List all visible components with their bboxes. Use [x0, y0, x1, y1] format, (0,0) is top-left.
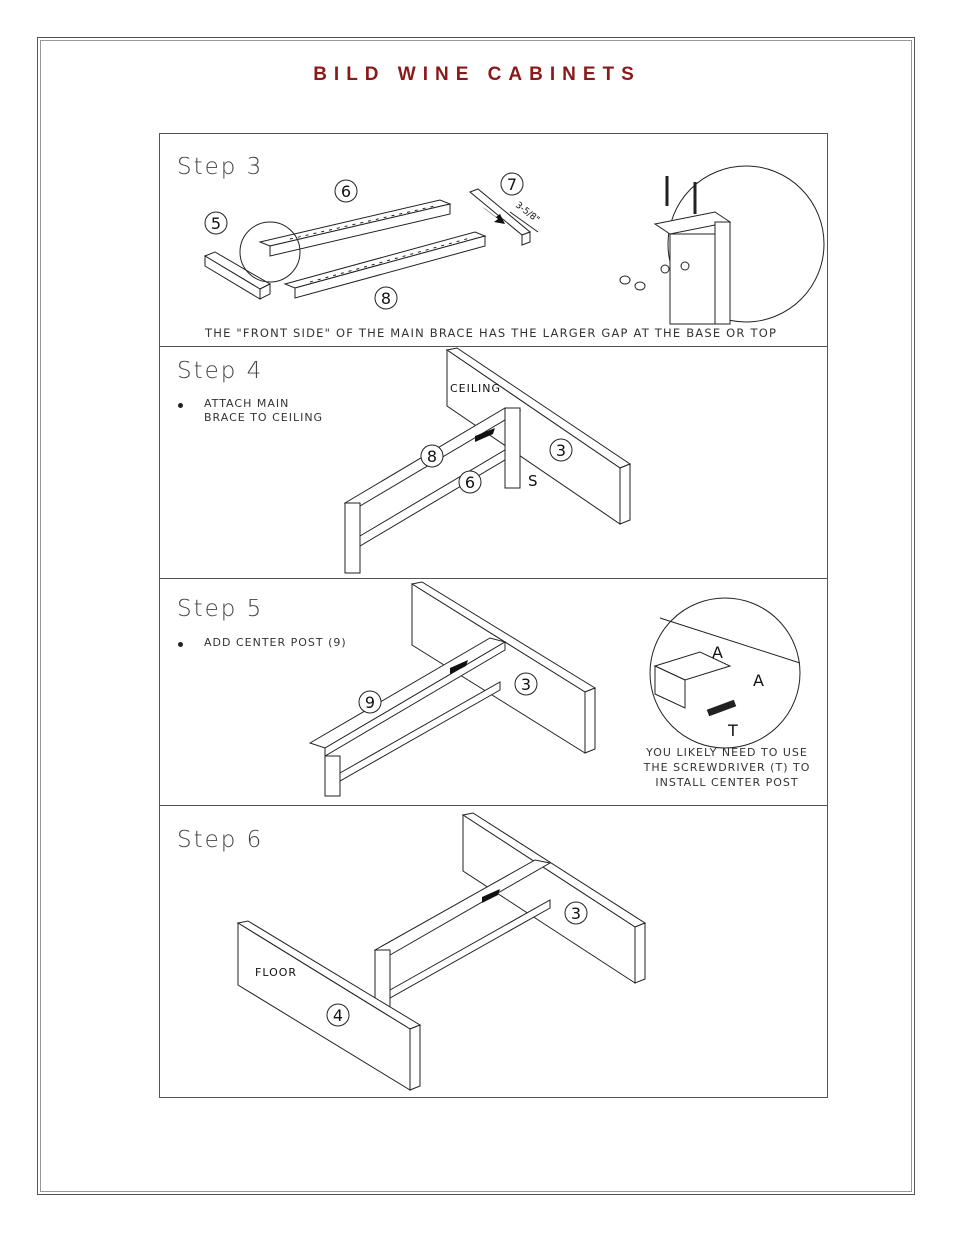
part-9-label: 9 — [365, 693, 375, 712]
tool-t-label: T — [727, 721, 738, 740]
step-5-diagram: A A T 9 3 — [308, 581, 801, 797]
part-3-label: 3 — [556, 441, 566, 460]
step-5-callout: YOU LIKELY NEED TO USE THE SCREWDRIVER (… — [643, 746, 811, 789]
step-6-panel: Step 6 FLOOR 4 3 — [159, 805, 828, 1098]
screw-s-label: S — [528, 472, 538, 490]
step-5-bullet-dot — [178, 642, 183, 647]
hardware-a-label-2: A — [753, 671, 764, 690]
floor-label: FLOOR — [255, 966, 297, 979]
step-6-heading: Step 6 — [177, 827, 264, 853]
step-5-panel: Step 5 ADD CENTER POST (9) YOU LIKELY NE… — [159, 578, 828, 806]
part-3-label: 3 — [571, 904, 581, 923]
part-8-label: 8 — [427, 447, 437, 466]
step-5-heading: Step 5 — [177, 596, 264, 622]
step-4-instruction: ATTACH MAIN BRACE TO CEILING — [204, 397, 324, 424]
step-4-diagram: CEILING 8 6 3 S — [343, 347, 632, 574]
part-6-label: 6 — [465, 473, 475, 492]
step-4-bullet-dot — [178, 403, 183, 408]
part-4-label: 4 — [333, 1006, 343, 1025]
part-6-label: 6 — [341, 182, 351, 201]
step-3-note: THE "FRONT SIDE" OF THE MAIN BRACE HAS T… — [205, 326, 778, 340]
hardware-a-label-1: A — [712, 643, 723, 662]
step-3-panel: Step 3 THE "FRONT SIDE" OF THE MAIN BRAC… — [159, 133, 828, 347]
part-8-label: 8 — [381, 289, 391, 308]
step-6-diagram: FLOOR 4 3 — [236, 812, 647, 1091]
step-3-heading: Step 3 — [177, 154, 264, 180]
step-4-panel: Step 4 ATTACH MAIN BRACE TO CEILING CEIL… — [159, 346, 828, 579]
step-3-diagram: 3-5/8" 5 6 7 8 — [203, 165, 825, 325]
page-title: BILD WINE CABINETS — [313, 64, 641, 85]
page-border-outer — [37, 37, 915, 1195]
step-4-heading: Step 4 — [177, 358, 264, 384]
part-5-label: 5 — [211, 214, 221, 233]
step-5-instruction: ADD CENTER POST (9) — [204, 636, 347, 649]
page-border-inner — [40, 40, 912, 1192]
part-7-label: 7 — [507, 175, 517, 194]
ceiling-label: CEILING — [450, 382, 501, 395]
part-3-label: 3 — [521, 675, 531, 694]
